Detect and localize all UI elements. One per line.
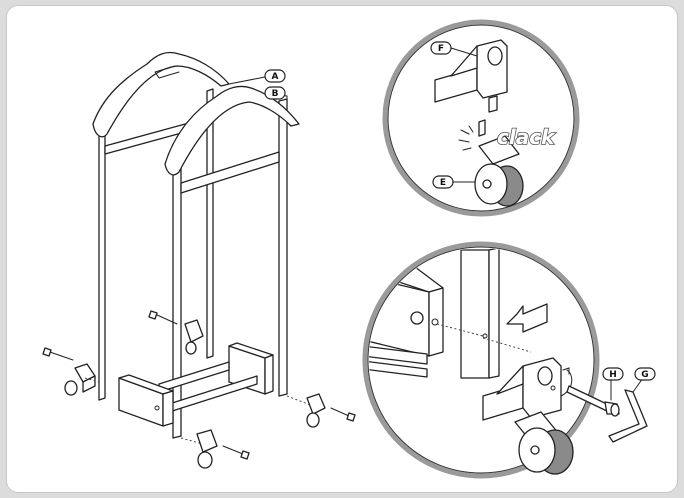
bolt-h bbox=[566, 377, 620, 417]
svg-text:F: F bbox=[438, 44, 444, 54]
clack-sound-text: clack bbox=[497, 125, 556, 149]
caster-bracket-detail bbox=[482, 357, 562, 421]
caster-foot-left bbox=[64, 363, 100, 396]
upright-post-detail bbox=[460, 249, 490, 379]
label-h: H bbox=[602, 367, 624, 381]
svg-text:A: A bbox=[272, 72, 279, 82]
hanger-a-slot bbox=[154, 65, 180, 79]
label-g: G bbox=[634, 367, 656, 381]
caster-foot-front bbox=[180, 429, 250, 469]
front-left-post bbox=[172, 161, 182, 439]
front-right-post bbox=[278, 98, 288, 397]
svg-text:H: H bbox=[609, 370, 617, 380]
caster-foot-right bbox=[286, 393, 356, 428]
caster-foot-middle bbox=[184, 319, 204, 355]
back-right-post bbox=[206, 88, 214, 359]
alignment-line-2 bbox=[482, 337, 532, 353]
hanger-a bbox=[92, 51, 230, 138]
assembly-diagram: clack bbox=[42, 19, 656, 479]
leader-f bbox=[450, 47, 478, 57]
label-b: B bbox=[264, 86, 286, 100]
instruction-sheet: clack bbox=[6, 5, 678, 493]
front-crossbar bbox=[180, 151, 280, 194]
alignment-line-1 bbox=[436, 323, 484, 337]
back-left-post bbox=[98, 123, 106, 401]
svg-text:E: E bbox=[440, 178, 446, 188]
rotate-arrow bbox=[560, 367, 573, 397]
valet-stand bbox=[92, 51, 300, 439]
detail-circle-top: clack bbox=[382, 19, 580, 217]
detail-circle-bottom bbox=[362, 241, 600, 479]
impact-lines bbox=[458, 125, 474, 151]
svg-text:B: B bbox=[272, 89, 279, 99]
screw-left bbox=[42, 347, 74, 361]
caster-wheel-e bbox=[474, 135, 524, 207]
label-f: F bbox=[430, 41, 452, 55]
push-arrow bbox=[506, 303, 548, 333]
base-rail-back bbox=[158, 361, 230, 393]
label-a: A bbox=[264, 69, 286, 83]
label-e: E bbox=[432, 175, 454, 189]
svg-text:G: G bbox=[641, 370, 648, 380]
hanger-b bbox=[164, 85, 300, 176]
caster-pin bbox=[478, 119, 486, 137]
caster-wheel-detail bbox=[514, 411, 574, 475]
rail-detail bbox=[369, 345, 428, 365]
leader-a bbox=[228, 76, 266, 85]
screw-middle bbox=[148, 310, 178, 325]
